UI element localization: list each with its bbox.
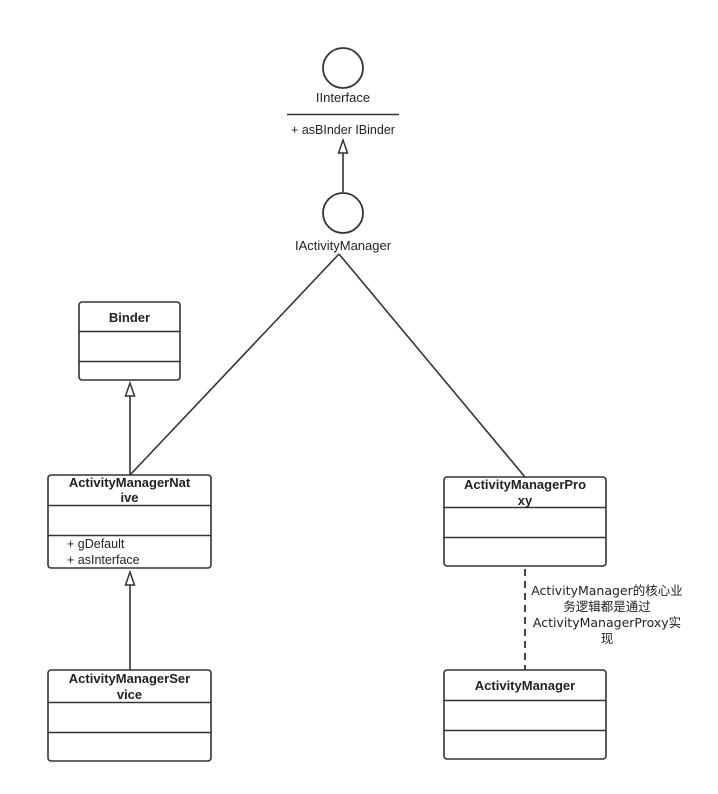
activitymanagerservice-box: [47, 669, 212, 762]
activitymanagerproxy-name-line1: ActivityManagerPro: [464, 477, 586, 492]
activitymanager-class: ActivityManager: [443, 669, 607, 760]
hollow-arrow-icon: [124, 569, 136, 586]
activitymanagernative-member-asinterface: + asInterface: [67, 553, 140, 567]
binder-name: Binder: [109, 310, 150, 325]
iinterface-node: IInterface + asBInder IBinder: [287, 47, 399, 137]
activitymanagerproxy-name-line2: xy: [518, 493, 533, 508]
activitymanagernative-box: [47, 474, 212, 569]
edge-service-to-native: [124, 569, 136, 670]
iinterface-member: + asBInder IBinder: [291, 123, 395, 137]
activitymanagernative-class: ActivityManagerNat ive + gDefault + asIn…: [47, 474, 212, 569]
activitymanager-box: [443, 669, 607, 760]
iinterface-name: IInterface: [316, 90, 370, 105]
activitymanagerproxy-box: [443, 476, 607, 567]
edge-proxy-to-iactivitymanager: [338, 253, 526, 478]
hollow-arrow-icon: [124, 380, 136, 397]
note-background: [528, 582, 688, 646]
binder-box: [78, 301, 181, 381]
activitymanagernative-name-line2: ive: [120, 490, 138, 505]
edge-iactivitymanager-to-iinterface: [337, 137, 349, 192]
note-line-3: ActivityManagerProxy实: [533, 615, 681, 630]
edge-native-to-iactivitymanager: [129, 253, 340, 476]
iactivitymanager-circle-icon: [322, 192, 364, 234]
activitymanagerservice-class: ActivityManagerSer vice: [47, 669, 212, 762]
note-line-1: ActivityManager的核心业: [531, 583, 683, 598]
note-line-2: 务逻辑都是通过: [563, 599, 651, 614]
activitymanagernative-member-gdefault: + gDefault: [67, 537, 125, 551]
activitymanagerservice-name-line2: vice: [117, 687, 142, 702]
note-annotation: ActivityManager的核心业 务逻辑都是通过 ActivityMana…: [528, 582, 688, 646]
hollow-arrow-icon: [337, 137, 349, 154]
activitymanagerservice-name-line1: ActivityManagerSer: [69, 671, 190, 686]
iactivitymanager-name: IActivityManager: [295, 238, 392, 253]
edge-native-to-binder: [124, 380, 136, 475]
binder-class: Binder: [78, 301, 181, 381]
activitymanager-name: ActivityManager: [475, 678, 575, 693]
iactivitymanager-node: IActivityManager: [295, 192, 392, 253]
activitymanagernative-name-line1: ActivityManagerNat: [69, 475, 191, 490]
iinterface-circle-icon: [322, 47, 364, 89]
note-line-4: 现: [601, 631, 614, 646]
activitymanagerproxy-class: ActivityManagerPro xy: [443, 476, 607, 567]
